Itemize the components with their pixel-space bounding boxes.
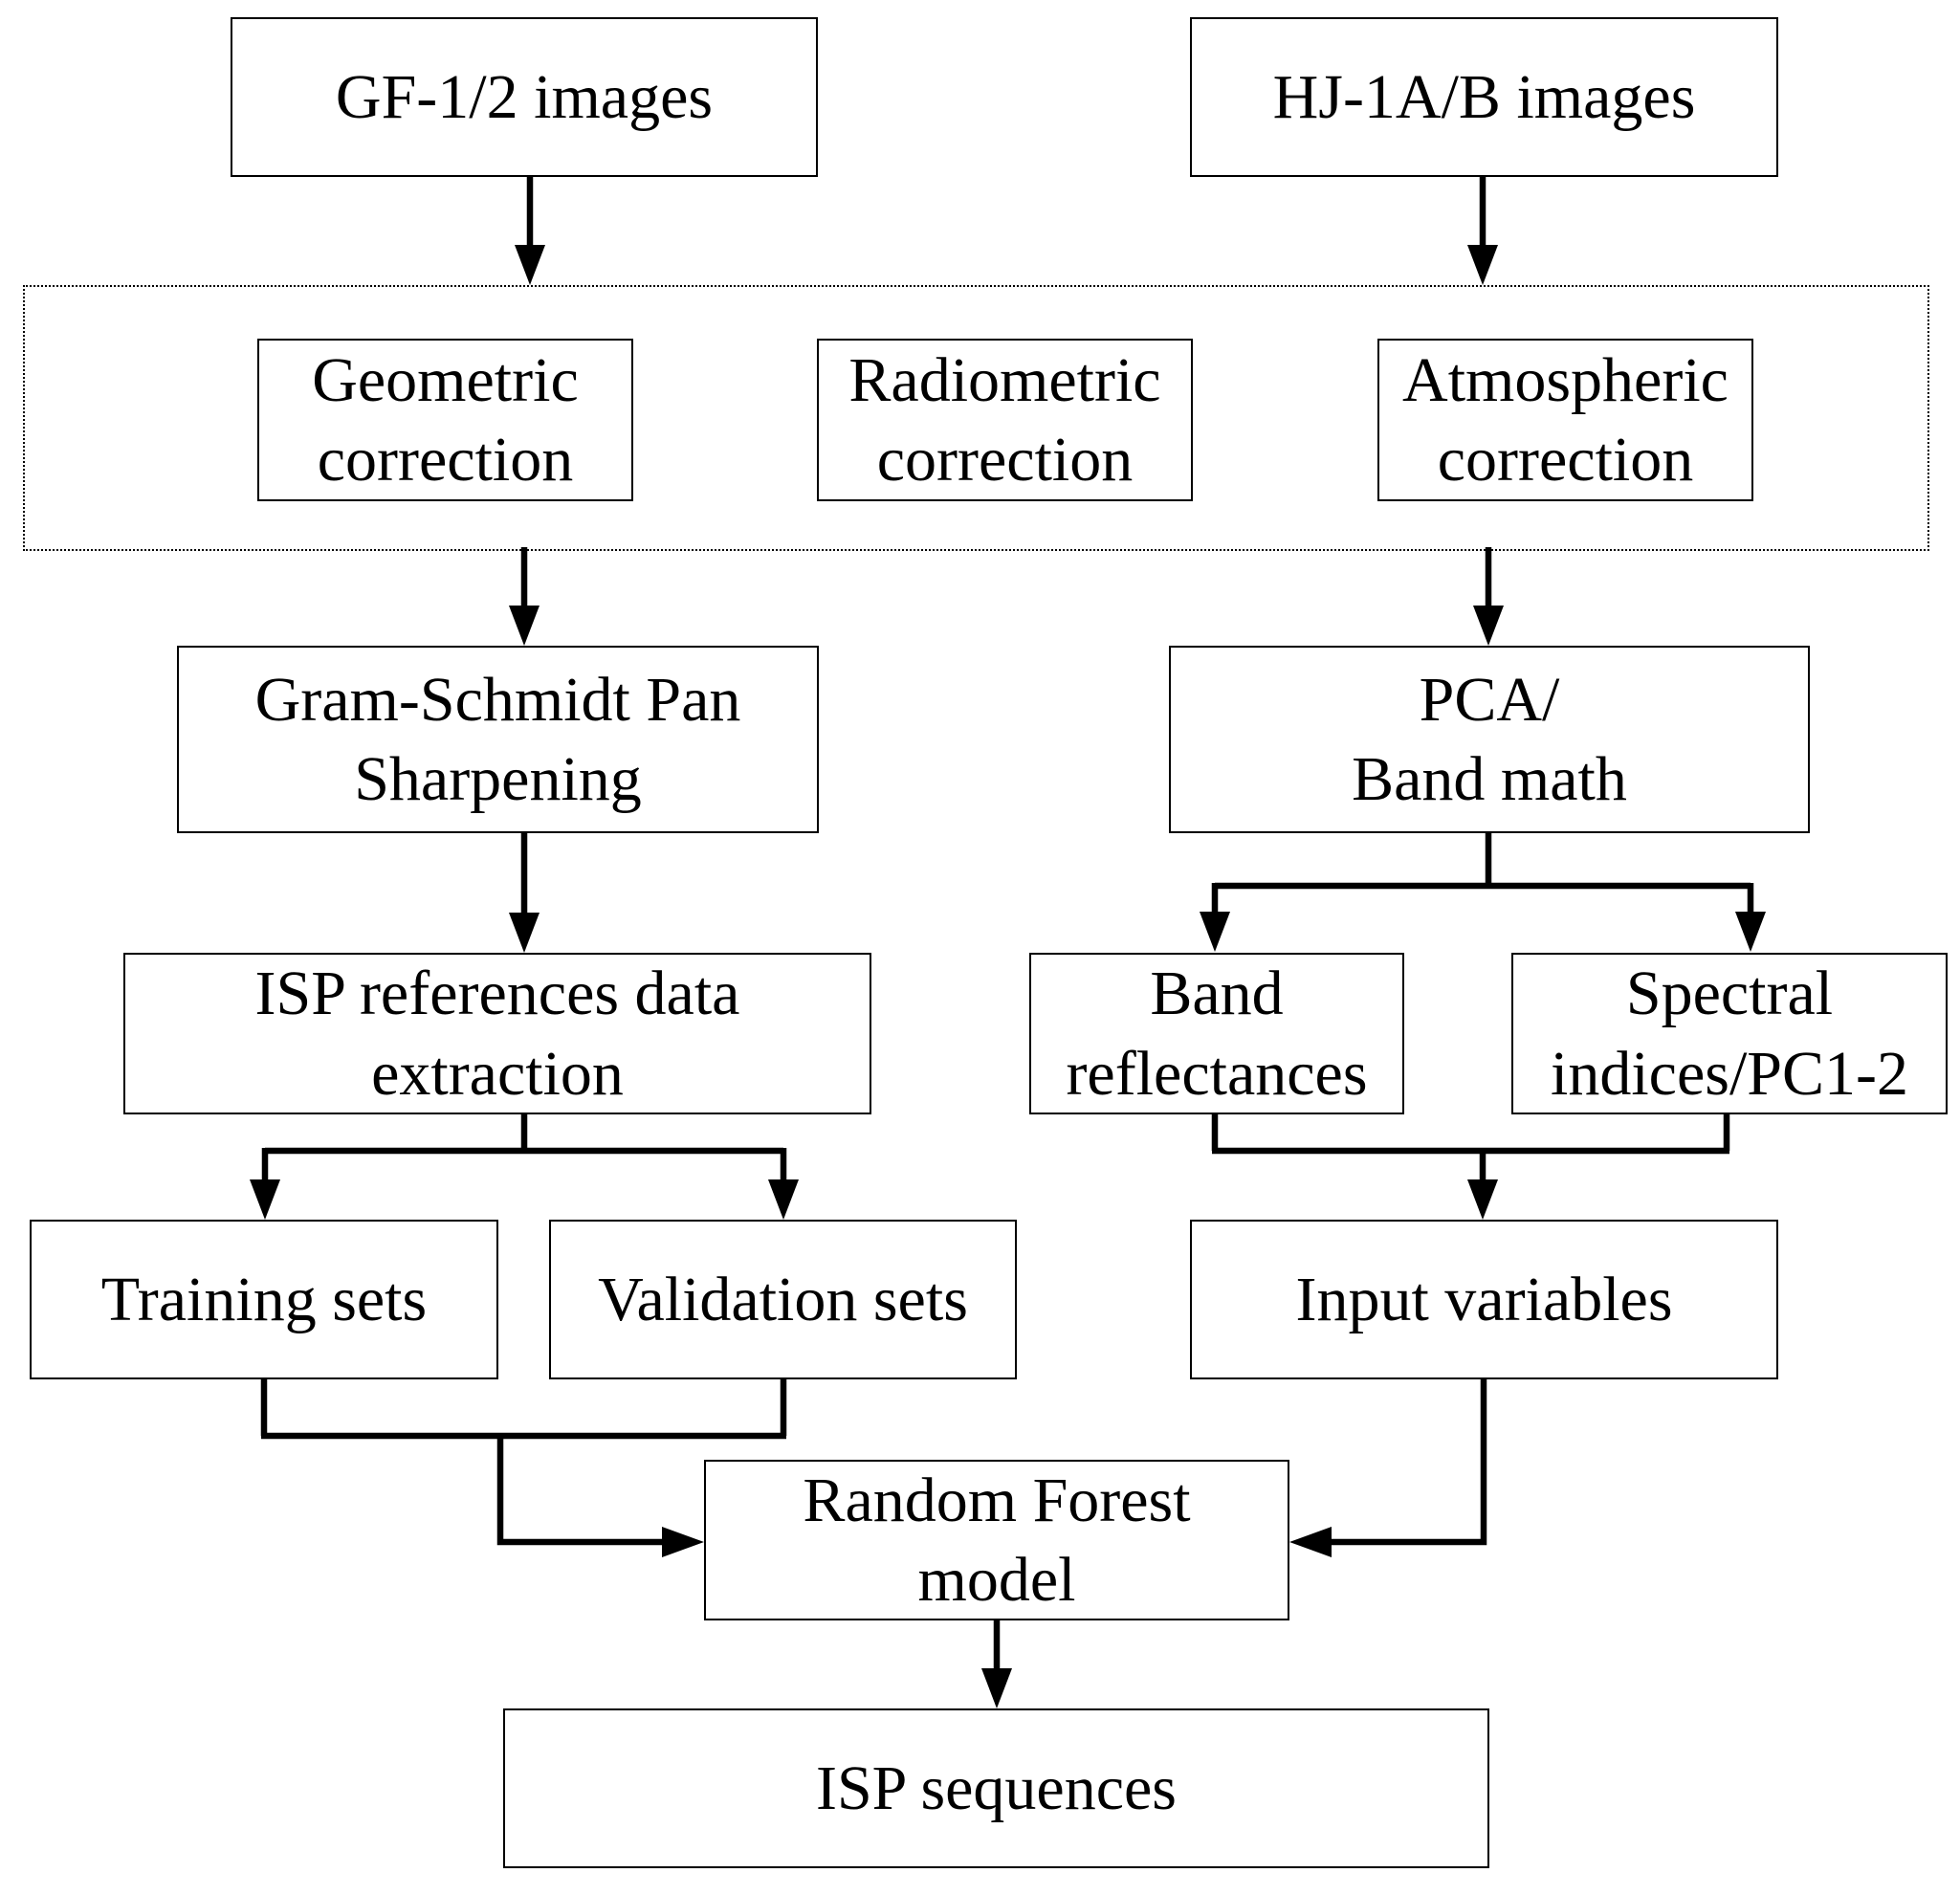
validation-sets-label: Validation sets: [598, 1264, 968, 1334]
isp-reference-extraction-box: ISP references data extraction: [123, 953, 871, 1114]
atmospheric-correction-label: Atmospheric correction: [1402, 344, 1729, 495]
edge-training-validation-to-random-forest: [260, 1377, 787, 1546]
validation-sets-box: Validation sets: [549, 1220, 1017, 1379]
hj-images-box: HJ-1A/B images: [1190, 17, 1778, 177]
hj-images-label: HJ-1A/B images: [1272, 61, 1696, 132]
training-sets-label: Training sets: [100, 1264, 428, 1334]
isp-sequences-box: ISP sequences: [503, 1708, 1489, 1868]
arrowhead-gram-schmidt-to-isp-reference: [509, 913, 540, 953]
gf-images-box: GF-1/2 images: [231, 17, 818, 177]
radiometric-correction-box: Radiometric correction: [817, 339, 1193, 501]
arrowhead-to-isp-sequences: [981, 1668, 1012, 1708]
spectral-indices-label: Spectral indices/PC1-2: [1551, 959, 1908, 1109]
arrowhead-to-band-reflectances: [1200, 912, 1230, 952]
arrowhead-hj-to-preprocessing: [1467, 245, 1498, 285]
arrowhead-gf-to-preprocessing: [515, 245, 545, 285]
preprocessing-group: [23, 285, 1929, 551]
edge-input-variables-to-random-forest: [1328, 1377, 1487, 1546]
atmospheric-correction-box: Atmospheric correction: [1377, 339, 1753, 501]
edge-isp-reference-split: [261, 1113, 787, 1183]
gram-schmidt-box: Gram-Schmidt Pan Sharpening: [177, 646, 819, 833]
gf-images-label: GF-1/2 images: [335, 61, 714, 132]
input-variables-box: Input variables: [1190, 1220, 1778, 1379]
pca-band-math-box: PCA/ Band math: [1169, 646, 1810, 833]
arrowhead-to-validation-sets: [768, 1179, 799, 1220]
isp-sequences-label: ISP sequences: [816, 1752, 1177, 1823]
random-forest-box: Random Forest model: [704, 1460, 1289, 1620]
band-reflectances-box: Band reflectances: [1029, 953, 1404, 1114]
isp-reference-extraction-label: ISP references data extraction: [254, 959, 740, 1109]
arrowhead-preprocessing-to-gram-schmidt: [509, 606, 540, 646]
spectral-indices-box: Spectral indices/PC1-2: [1511, 953, 1948, 1114]
training-sets-box: Training sets: [30, 1220, 498, 1379]
arrowhead-into-random-forest-right: [1289, 1527, 1332, 1557]
arrowhead-to-input-variables: [1467, 1179, 1498, 1220]
input-variables-label: Input variables: [1295, 1264, 1673, 1334]
band-reflectances-label: Band reflectances: [1066, 959, 1368, 1109]
gram-schmidt-label: Gram-Schmidt Pan Sharpening: [254, 664, 741, 814]
random-forest-label: Random Forest model: [803, 1465, 1191, 1615]
arrowhead-to-training-sets: [250, 1179, 280, 1220]
edge-pca-split: [1211, 831, 1754, 915]
geometric-correction-box: Geometric correction: [257, 339, 633, 501]
arrowhead-into-random-forest-left: [662, 1527, 704, 1557]
arrowhead-preprocessing-to-pca: [1473, 606, 1504, 646]
geometric-correction-label: Geometric correction: [312, 344, 579, 495]
edge-merge-to-input-variables: [1211, 1113, 1730, 1183]
pca-band-math-label: PCA/ Band math: [1352, 664, 1627, 814]
radiometric-correction-label: Radiometric correction: [848, 344, 1161, 495]
arrowhead-to-spectral-indices: [1735, 912, 1766, 952]
